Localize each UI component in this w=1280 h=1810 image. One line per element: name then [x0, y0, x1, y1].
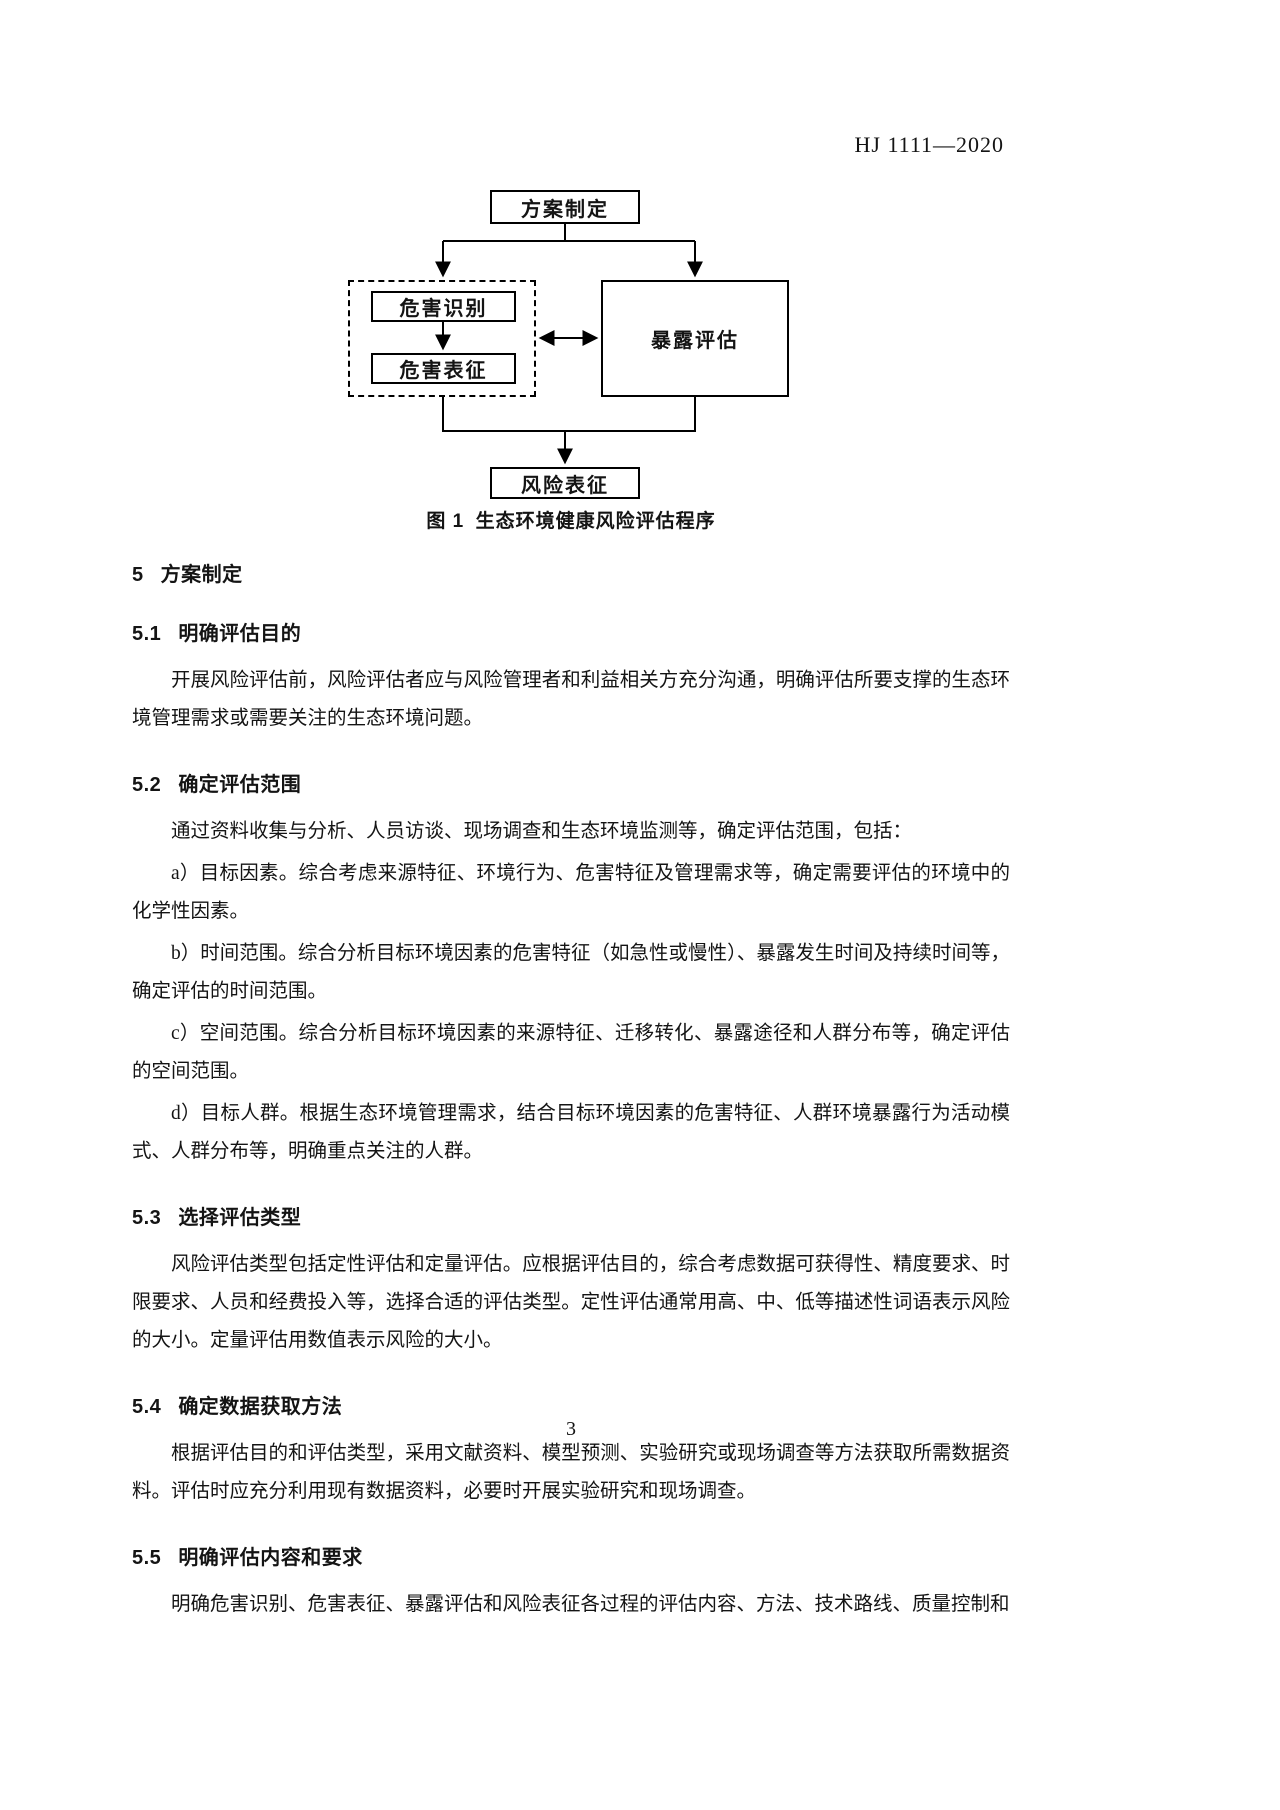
section-5-2: 5.2 确定评估范围 通过资料收集与分析、人员访谈、现场调查和生态环境监测等，确定… [132, 768, 1010, 1171]
paragraph: 明确危害识别、危害表征、暴露评估和风险表征各过程的评估内容、方法、技术路线、质量… [171, 1594, 1010, 1615]
figure-flowchart: 方案制定 危害识别 危害表征 暴露评估 风险表征 [0, 185, 1280, 515]
figure-caption-text: 生态环境健康风险评估程序 [475, 511, 716, 532]
list-item-c: c）空间范围。综合分析目标环境因素的来源特征、迁移转化、暴露途径和人群分布等，确… [132, 1023, 1010, 1082]
paragraph: 开展风险评估前，风险评估者应与风险管理者和利益相关方充分沟通，明确评估所要支撑的… [132, 670, 1010, 729]
section-5-1: 5.1 明确评估目的 开展风险评估前，风险评估者应与风险管理者和利益相关方充分沟通… [132, 617, 1010, 738]
paragraph: 风险评估类型包括定性评估和定量评估。应根据评估目的，综合考虑数据可获得性、精度要… [132, 1254, 1010, 1351]
standard-code: HJ 1111—2020 [854, 132, 1004, 157]
list-item-b: b）时间范围。综合分析目标环境因素的危害特征（如急性或慢性）、暴露发生时间及持续… [132, 943, 1010, 1002]
section-number: 5.3 [132, 1207, 162, 1229]
figure-caption-label: 图 1 [426, 511, 465, 532]
flow-node-plan: 方案制定 [490, 190, 640, 224]
flow-node-exposure-assessment: 暴露评估 [601, 280, 789, 397]
document-body: 5 方案制定 5.1 明确评估目的 开展风险评估前，风险评估者应与风险管理者和利益相… [132, 552, 1010, 1628]
section-number: 5.2 [132, 774, 162, 796]
page-number: 3 [566, 1418, 576, 1440]
section-number: 5.1 [132, 623, 162, 645]
flow-node-hazard-characterization: 危害表征 [371, 353, 516, 384]
section-number: 5 [132, 564, 144, 586]
section-heading: 5.5 明确评估内容和要求 [132, 1541, 1010, 1570]
section-title: 明确评估内容和要求 [178, 1547, 363, 1569]
section-title: 方案制定 [160, 564, 243, 586]
section-title: 选择评估类型 [178, 1207, 302, 1229]
section-heading: 5.4 确定数据获取方法 [132, 1390, 1010, 1419]
list-item-a: a）目标因素。综合考虑来源特征、环境行为、危害特征及管理需求等，确定需要评估的环… [132, 863, 1010, 922]
connector-bottom-merge [442, 397, 696, 432]
list-item-d: d）目标人群。根据生态环境管理需求，结合目标环境因素的危害特征、人群环境暴露行为… [132, 1103, 1010, 1162]
section-5-3: 5.3 选择评估类型 风险评估类型包括定性评估和定量评估。应根据评估目的，综合考虑… [132, 1201, 1010, 1360]
section-title: 确定评估范围 [178, 774, 302, 796]
section-title: 明确评估目的 [178, 623, 302, 645]
section-number: 5.5 [132, 1547, 162, 1569]
flow-node-hazard-identification: 危害识别 [371, 291, 516, 322]
flow-node-risk-characterization: 风险表征 [490, 467, 640, 499]
section-5-4: 5.4 确定数据获取方法 根据评估目的和评估类型，采用文献资料、模型预测、实验研究… [132, 1390, 1010, 1511]
section-heading: 5 方案制定 [132, 558, 1010, 587]
section-number: 5.4 [132, 1396, 162, 1418]
hazard-group-dashed-box [348, 280, 536, 397]
paragraph: 通过资料收集与分析、人员访谈、现场调查和生态环境监测等，确定评估范围，包括： [171, 821, 913, 842]
section-heading: 5.3 选择评估类型 [132, 1201, 1010, 1230]
section-5-5: 5.5 明确评估内容和要求 明确危害识别、危害表征、暴露评估和风险表征各过程的评估… [132, 1541, 1010, 1624]
section-title: 确定数据获取方法 [178, 1396, 343, 1418]
figure-caption: 图 1 生态环境健康风险评估程序 [132, 506, 1010, 533]
paragraph: 根据评估目的和评估类型，采用文献资料、模型预测、实验研究或现场调查等方法获取所需… [132, 1443, 1010, 1502]
section-heading: 5.2 确定评估范围 [132, 768, 1010, 797]
section-5: 5 方案制定 [132, 558, 1010, 587]
flowchart-connectors [435, 224, 703, 465]
section-heading: 5.1 明确评估目的 [132, 617, 1010, 646]
